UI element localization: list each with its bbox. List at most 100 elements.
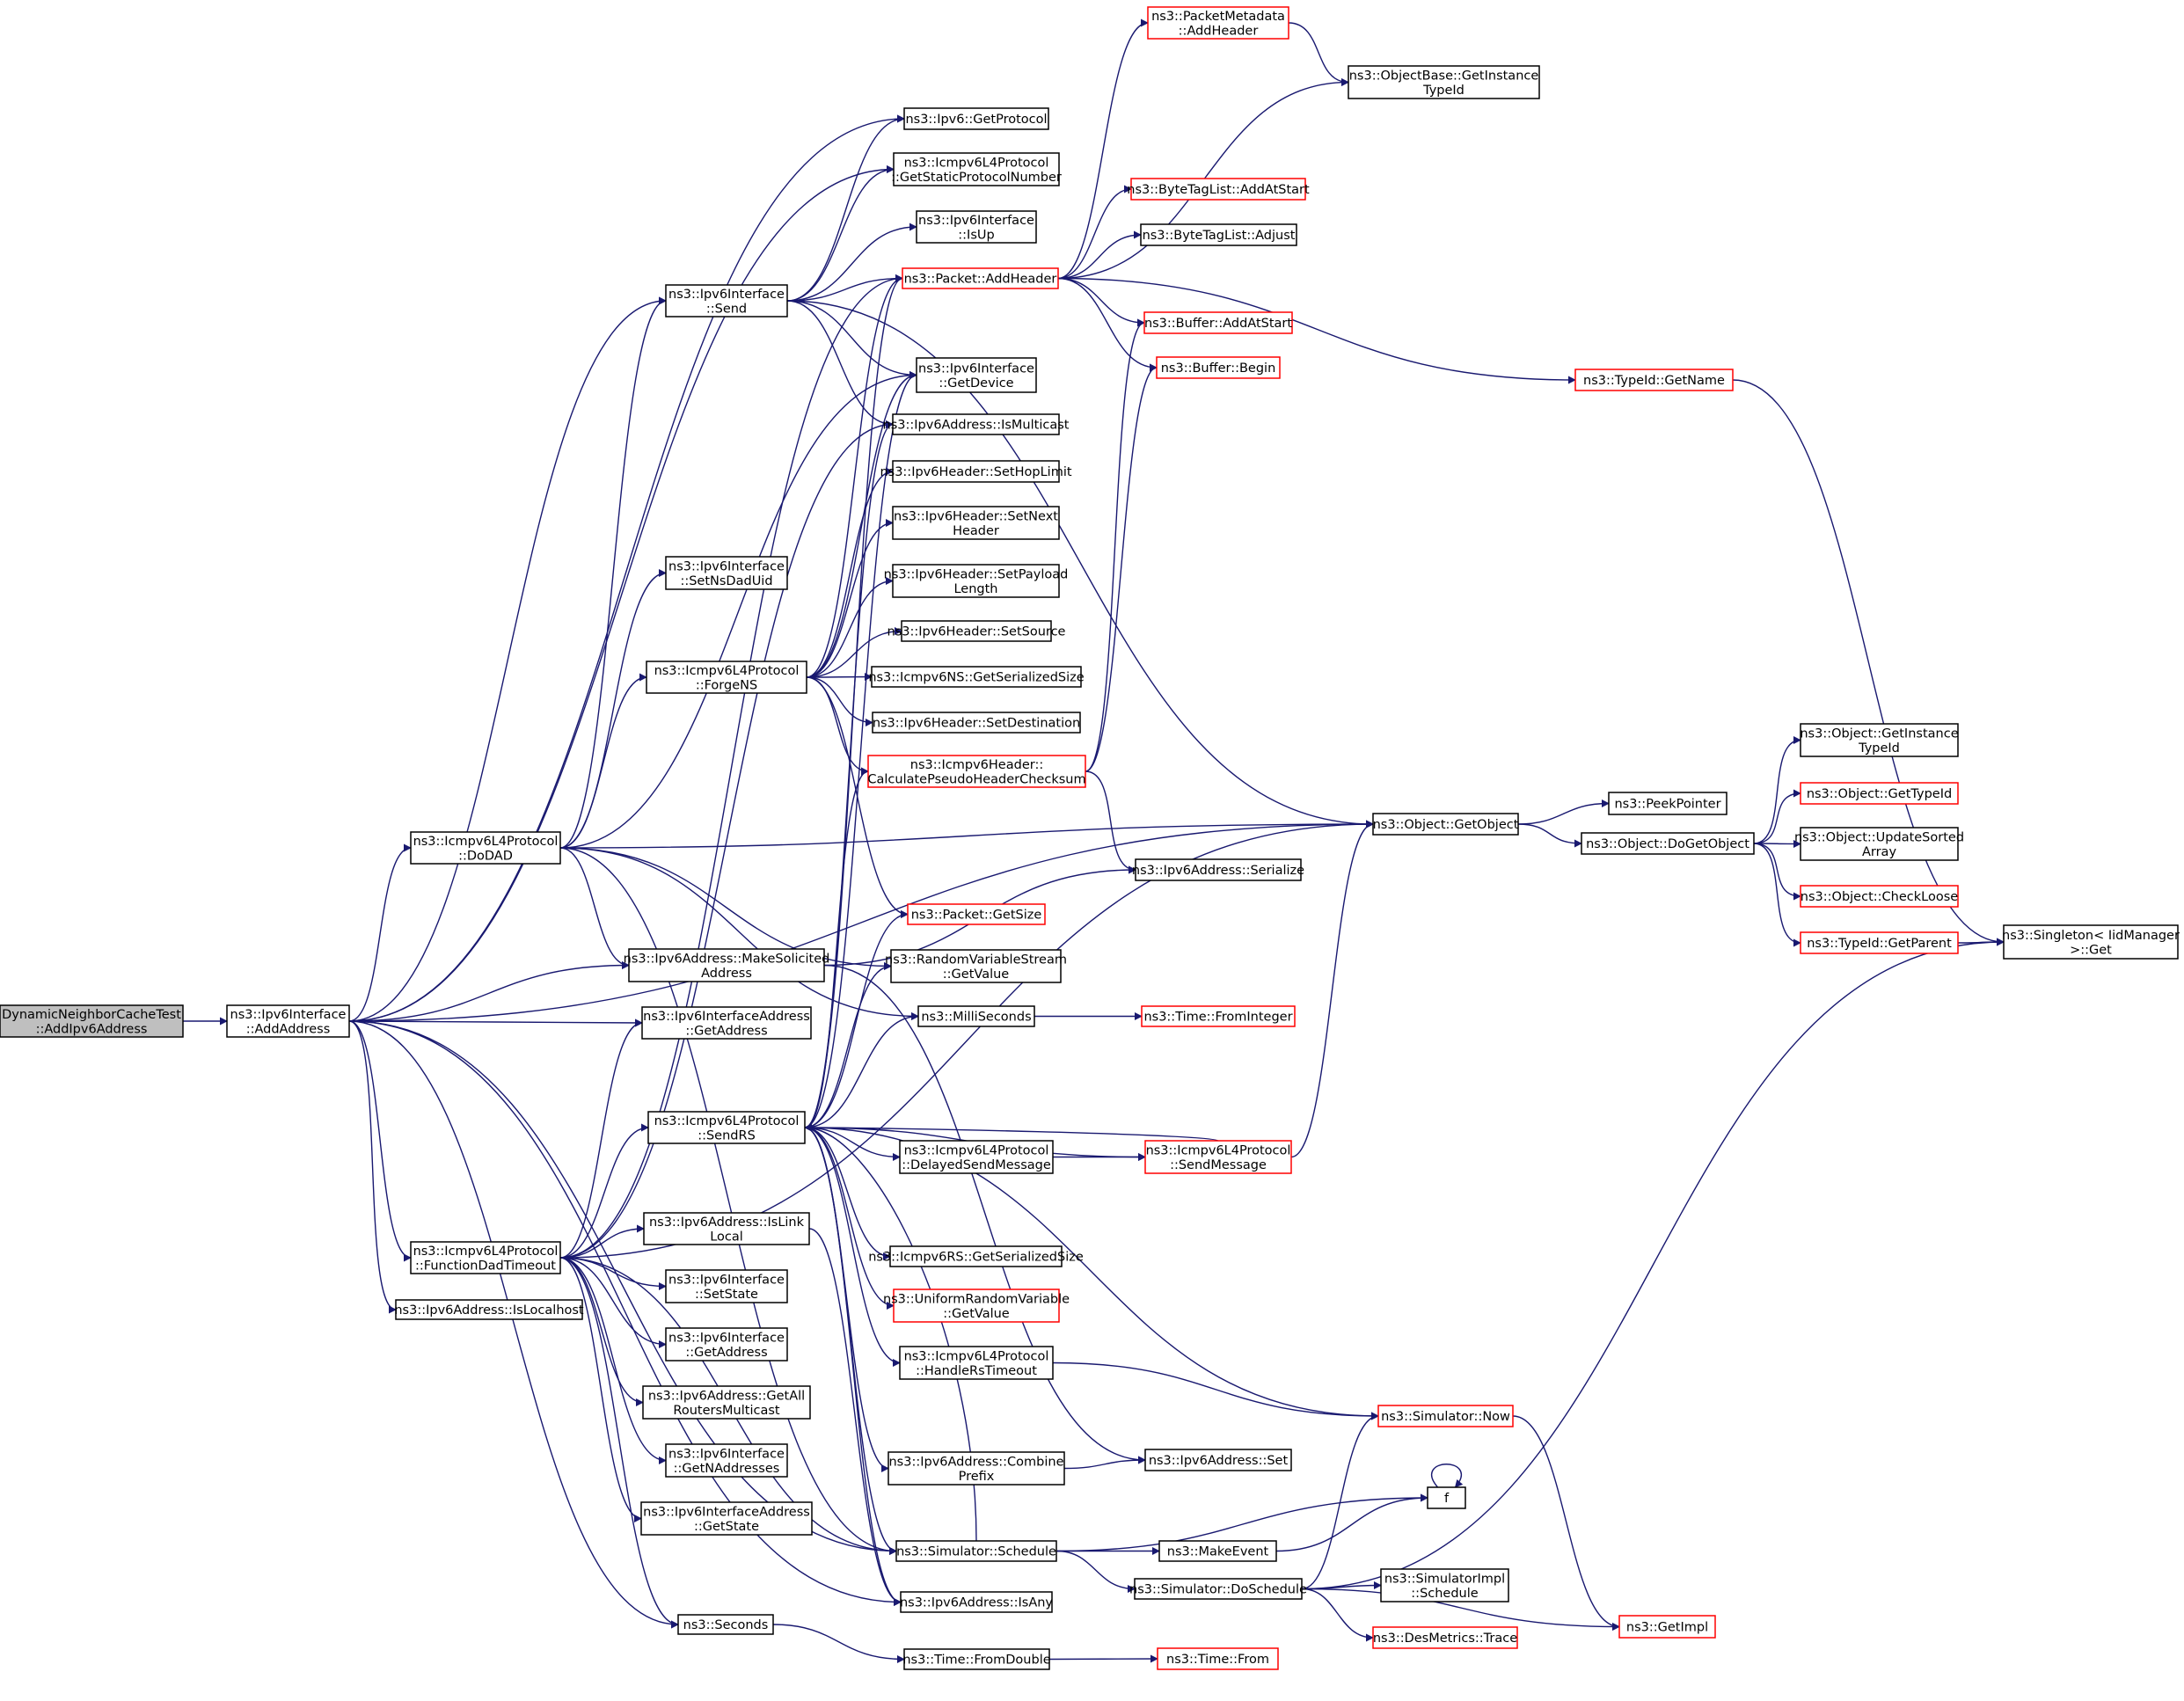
call-edge-send-to-ipv6getproto — [786, 114, 905, 302]
function-node-setnsdad[interactable]: ns3::Ipv6Interface::SetNsDadUid — [665, 556, 788, 590]
call-edge-calcpseudo-to-serialize — [1085, 770, 1136, 874]
function-node-setdest[interactable]: ns3::Ipv6Header::SetDestination — [872, 712, 1081, 734]
node-label: ns3::Object::GetInstance — [1800, 726, 1958, 741]
function-node-pmaddheader[interactable]: ns3::PacketMetadata::AddHeader — [1147, 6, 1289, 40]
call-edge-dogetobject-to-objgetinst — [1753, 736, 1801, 844]
function-node-makeevent[interactable]: ns3::MakeEvent — [1158, 1540, 1277, 1562]
function-node-implschedule[interactable]: ns3::SimulatorImpl::Schedule — [1380, 1568, 1509, 1602]
call-edge-forgens-to-sethop — [806, 467, 894, 678]
node-label: ns3::Icmpv6L4Protocol — [904, 156, 1049, 170]
function-node-dodad[interactable]: ns3::Icmpv6L4Protocol::DoDAD — [410, 831, 561, 865]
function-node-getobject[interactable]: ns3::Object::GetObject — [1372, 813, 1519, 836]
function-node-checkloose[interactable]: ns3::Object::CheckLoose — [1800, 885, 1959, 908]
node-label: ns3::Seconds — [683, 1618, 769, 1632]
function-node-isup[interactable]: ns3::Ipv6Interface::IsUp — [916, 210, 1037, 244]
node-label: Header — [953, 524, 999, 538]
function-node-setstate[interactable]: ns3::Ipv6Interface::SetState — [665, 1269, 788, 1303]
call-edge-forgens-to-calcpseudo — [806, 676, 869, 776]
function-node-islocal[interactable]: ns3::Ipv6Address::IsLocalhost — [394, 1299, 584, 1320]
node-label: ns3::Ipv6Interface — [668, 288, 785, 302]
function-node-rsgetsize[interactable]: ns3::Icmpv6RS::GetSerializedSize — [868, 1245, 1084, 1267]
function-node-fromdouble[interactable]: ns3::Time::FromDouble — [902, 1648, 1051, 1670]
function-node-btladjust[interactable]: ns3::ByteTagList::Adjust — [1140, 223, 1297, 246]
function-node-dogetobject[interactable]: ns3::Object::DoGetObject — [1581, 832, 1755, 855]
node-box — [893, 1289, 1060, 1323]
function-node-getparent[interactable]: ns3::TypeId::GetParent — [1800, 931, 1959, 954]
node-box — [872, 712, 1081, 734]
function-node-send[interactable]: ns3::Ipv6Interface::Send — [665, 284, 788, 318]
function-node-nsgetsize[interactable]: ns3::Icmpv6NS::GetSerializedSize — [868, 666, 1085, 688]
function-node-doschedule[interactable]: ns3::Simulator::DoSchedule — [1129, 1578, 1307, 1600]
node-label: ::AddIpv6Address — [36, 1022, 148, 1036]
node-label: >::Get — [2070, 943, 2112, 957]
node-label: ns3::Object::UpdateSorted — [1794, 830, 1964, 844]
node-box — [665, 1269, 788, 1303]
function-node-setsource[interactable]: ns3::Ipv6Header::SetSource — [887, 620, 1066, 642]
function-node-handlers[interactable]: ns3::Icmpv6L4Protocol::HandleRsTimeout — [899, 1346, 1054, 1380]
function-node-sethop[interactable]: ns3::Ipv6Header::SetHopLimit — [880, 460, 1072, 483]
call-edge-doschedule-to-desmetrics — [1301, 1588, 1374, 1642]
node-label: ::IsUp — [958, 228, 994, 242]
function-node-urvget[interactable]: ns3::UniformRandomVariable::GetValue — [883, 1289, 1070, 1323]
function-node-bufaddstart[interactable]: ns3::Buffer::AddAtStart — [1143, 311, 1293, 334]
call-edge-combine-to-ipset — [1063, 1456, 1146, 1470]
function-node-btladdstart[interactable]: ns3::ByteTagList::AddAtStart — [1127, 178, 1310, 201]
function-node-ipset[interactable]: ns3::Ipv6Address::Set — [1144, 1449, 1292, 1471]
call-edge-addaddr-to-ifaddrget — [348, 1018, 643, 1027]
function-node-f[interactable]: f — [1427, 1486, 1466, 1509]
function-node-schedule[interactable]: ns3::Simulator::Schedule — [895, 1540, 1057, 1562]
node-label: ns3::Simulator::Schedule — [896, 1545, 1056, 1559]
function-node-isany[interactable]: ns3::Ipv6Address::IsAny — [900, 1591, 1053, 1613]
function-node-getname[interactable]: ns3::TypeId::GetName — [1574, 369, 1734, 391]
function-node-ipv6getproto[interactable]: ns3::Ipv6::GetProtocol — [903, 107, 1049, 130]
function-node-getdevice[interactable]: ns3::Ipv6Interface::GetDevice — [916, 357, 1037, 393]
call-edge-addaddr-to-schedule — [348, 1020, 897, 1555]
node-box — [887, 1451, 1065, 1486]
function-node-ismulticast[interactable]: ns3::Ipv6Address::IsMulticast — [883, 413, 1070, 435]
function-node-getsize[interactable]: ns3::Packet::GetSize — [907, 903, 1046, 925]
function-node-seconds[interactable]: ns3::Seconds — [677, 1614, 774, 1635]
function-node-getn[interactable]: ns3::Ipv6Interface::GetNAddresses — [665, 1443, 788, 1478]
node-box — [1800, 723, 1959, 757]
function-node-objgettypeid[interactable]: ns3::Object::GetTypeId — [1800, 782, 1959, 805]
node-box — [917, 1005, 1035, 1027]
function-node-ifaddrget[interactable]: ns3::Ipv6InterfaceAddress::GetAddress — [641, 1006, 812, 1040]
function-node-desmetrics[interactable]: ns3::DesMetrics::Trace — [1372, 1626, 1518, 1649]
function-node-serialize[interactable]: ns3::Ipv6Address::Serialize — [1132, 858, 1304, 881]
node-box — [907, 903, 1046, 925]
function-node-ifgetaddr[interactable]: ns3::Ipv6Interface::GetAddress — [665, 1327, 788, 1362]
function-node-singleton[interactable]: ns3::Singleton< IidManager>::Get — [2002, 924, 2180, 960]
function-node-rvsget[interactable]: ns3::RandomVariableStream::GetValue — [885, 949, 1067, 983]
function-node-bufbegin[interactable]: ns3::Buffer::Begin — [1156, 356, 1281, 379]
node-box — [1135, 858, 1302, 881]
function-node-forgens[interactable]: ns3::Icmpv6L4Protocol::ForgeNS — [646, 661, 807, 694]
function-node-delayed[interactable]: ns3::Icmpv6L4Protocol::DelayedSendMessag… — [899, 1140, 1054, 1174]
node-box — [1380, 1568, 1509, 1602]
function-node-millis[interactable]: ns3::MilliSeconds — [917, 1005, 1035, 1027]
function-node-fromint[interactable]: ns3::Time::FromInteger — [1141, 1005, 1296, 1027]
call-edge-calcpseudo-to-bufaddstart — [1085, 318, 1145, 772]
function-node-now[interactable]: ns3::Simulator::Now — [1377, 1405, 1514, 1427]
function-node-calcpseudo[interactable]: ns3::Icmpv6Header::CalculatePseudoHeader… — [867, 755, 1086, 788]
function-node-addaddr[interactable]: ns3::Ipv6Interface::AddAddress — [226, 1004, 350, 1038]
function-node-peek[interactable]: ns3::PeekPointer — [1608, 792, 1727, 815]
function-node-getimpl[interactable]: ns3::GetImpl — [1618, 1615, 1716, 1639]
function-node-timefrom[interactable]: ns3::Time::From — [1157, 1647, 1279, 1670]
function-node-ifaddrstate[interactable]: ns3::Ipv6InterfaceAddress::GetState — [640, 1501, 813, 1536]
node-label: ::SendRS — [698, 1128, 756, 1143]
function-node-root[interactable]: DynamicNeighborCacheTest::AddIpv6Address — [0, 1004, 184, 1038]
function-node-sendmsg[interactable]: ns3::Icmpv6L4Protocol::SendMessage — [1144, 1140, 1292, 1174]
function-node-staticproto[interactable]: ns3::Icmpv6L4Protocol::GetStaticProtocol… — [891, 152, 1062, 186]
function-node-addheader[interactable]: ns3::Packet::AddHeader — [902, 267, 1059, 289]
function-node-sendrs[interactable]: ns3::Icmpv6L4Protocol::SendRS — [647, 1111, 806, 1144]
function-node-fdt[interactable]: ns3::Icmpv6L4Protocol::FunctionDadTimeou… — [410, 1241, 561, 1274]
